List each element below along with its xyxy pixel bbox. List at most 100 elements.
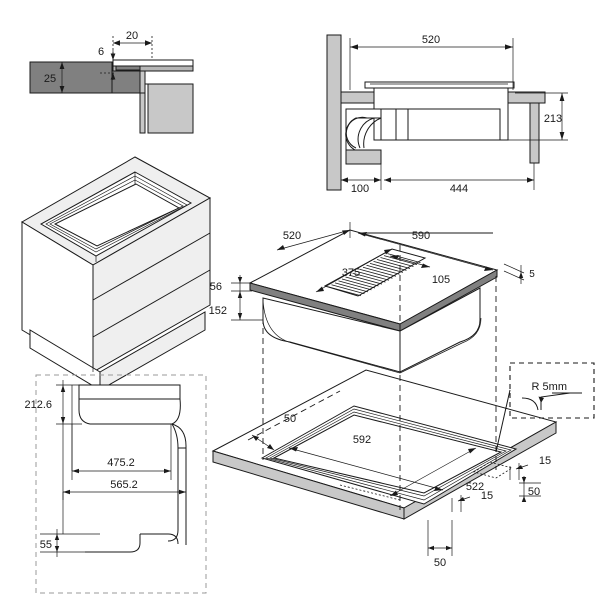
arrow-105-left	[390, 255, 399, 260]
right-support-panel	[529, 102, 540, 164]
arrow-6-lower	[110, 73, 116, 80]
dim-line-520-hob	[276, 229, 351, 251]
dim-label-50-left: 50	[284, 413, 296, 425]
arrow-444-left	[384, 177, 391, 183]
duct-elbow-arc-1	[363, 117, 382, 149]
arrow-375-left	[316, 286, 324, 292]
view-hob-isometric	[231, 222, 525, 374]
dim-label-565-2: 565.2	[110, 479, 138, 491]
arrow-15-right	[516, 465, 523, 469]
arrow-592-left	[289, 447, 298, 452]
cabinet-panel-face	[147, 83, 194, 134]
view-radius-callout	[495, 362, 595, 453]
arrow-444-right	[527, 177, 534, 183]
dim-label-152: 152	[209, 305, 227, 317]
section-floor-step-2	[140, 533, 179, 545]
hob-body-contour-right	[399, 317, 482, 374]
radius-leader-arrow	[538, 396, 544, 403]
section-hob-body	[78, 398, 181, 425]
arrow-592-right	[434, 486, 443, 491]
corner-radius-dots-right	[473, 461, 513, 479]
section-floor-step	[85, 534, 141, 553]
arrow-105-right	[421, 263, 430, 268]
arrow-520-left	[350, 44, 358, 50]
radius-callout-label: R 5mm	[532, 381, 567, 393]
dim-label-212-6: 212.6	[24, 399, 52, 411]
drawer-line-2	[92, 269, 211, 338]
dim-label-6: 6	[98, 46, 104, 58]
arrow-520-hob-right	[342, 230, 350, 235]
dim-label-50-front: 50	[434, 557, 446, 569]
dim-line-590	[357, 232, 494, 271]
dim-label-20: 20	[126, 30, 138, 42]
arrow-565-right	[179, 489, 186, 495]
cutout-rim-ring-1	[265, 408, 512, 501]
view-cabinet-isometric	[21, 156, 212, 391]
drawer-line-1	[92, 232, 211, 301]
arrow-565-left	[63, 489, 70, 495]
cutout-rim-ring-2	[269, 411, 507, 497]
dim-label-15-right: 15	[539, 455, 551, 467]
dim-label-590: 590	[412, 230, 430, 242]
section-duct-inner	[167, 423, 179, 542]
dim-label-55: 55	[40, 539, 52, 551]
arrow-50-front-left	[428, 545, 434, 551]
dim-label-50-right: 50	[528, 486, 540, 498]
dim-label-475-2: 475.2	[107, 457, 135, 469]
arrow-213-bottom	[559, 132, 565, 140]
dim-label-592: 592	[353, 434, 371, 446]
arrow-212-top	[60, 385, 66, 392]
arrow-50-front-right	[446, 545, 452, 551]
radius-callout-box	[509, 362, 595, 419]
arrow-522-left	[390, 490, 398, 496]
hob-body-right	[399, 287, 481, 373]
arrow-56	[237, 277, 243, 283]
dim-label-100: 100	[351, 183, 369, 195]
cabinet-section-frame	[35, 374, 207, 594]
hob-body-contour-left	[262, 299, 401, 374]
arrow-55-top	[54, 534, 60, 540]
cabinet-plinth-right	[99, 311, 206, 391]
arrow-152-bottom	[237, 313, 243, 320]
arrow-375-right	[384, 249, 392, 255]
arrow-100-left	[341, 177, 348, 183]
dim-label-25: 25	[44, 73, 56, 85]
view-worktop-edge-detail	[29, 36, 194, 134]
dim-line-522	[389, 447, 477, 497]
cabinet-cutout-inner	[53, 183, 181, 247]
arrow-152-top	[237, 291, 243, 298]
dim-line-592	[288, 447, 444, 491]
arrow-50-left-a	[252, 435, 259, 441]
radius-arc	[521, 397, 539, 411]
cabinet-cutout-ring-1	[45, 175, 188, 253]
dim-label-213: 213	[544, 113, 562, 125]
dim-label-375: 375	[342, 267, 360, 279]
dim-label-5: 5	[529, 269, 535, 280]
cutout-inner-opening	[272, 414, 503, 494]
extractor-grille-slats	[327, 253, 421, 297]
arrow-50-right-bottom	[521, 496, 527, 502]
arrow-590-right	[484, 266, 493, 271]
radius-leader-line	[540, 392, 571, 410]
arrow-50-left-b	[267, 444, 274, 450]
arrow-15-front	[458, 497, 465, 501]
dim-label-444: 444	[450, 183, 468, 195]
arrow-25-top	[59, 62, 65, 69]
arrow-20-left	[113, 40, 120, 46]
arrow-522-right	[468, 448, 476, 454]
arrow-50-right-top	[521, 477, 527, 483]
arrow-475-left	[72, 468, 79, 474]
view-cutout-isometric	[211, 245, 558, 556]
dim-label-15-front: 15	[481, 490, 493, 502]
dim-label-56: 56	[210, 281, 222, 293]
arrow-6	[110, 53, 116, 60]
view-side-section	[326, 34, 568, 191]
arrow-25-bottom	[59, 86, 65, 93]
cabinet-cutout-ring-2	[49, 179, 184, 250]
arrow-20-right	[145, 40, 152, 46]
arrow-590-left	[358, 232, 367, 237]
dim-line-375	[315, 248, 393, 293]
